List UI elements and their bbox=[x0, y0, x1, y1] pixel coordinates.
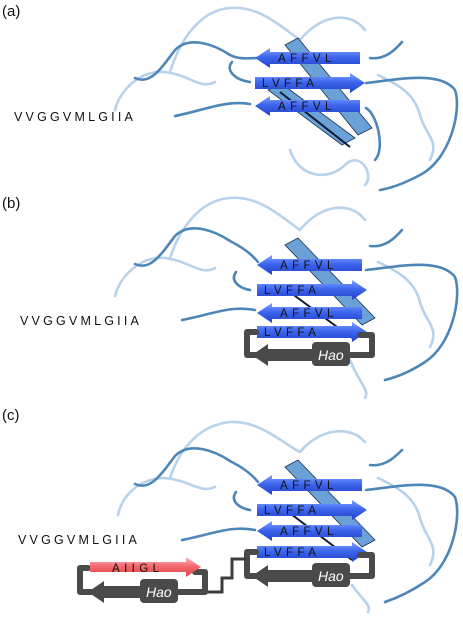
strand-arrow-left bbox=[257, 475, 362, 495]
hao-template: Hao bbox=[244, 549, 375, 587]
pale-coil-4 bbox=[376, 476, 435, 567]
strand-residues: AFFVL bbox=[280, 260, 338, 272]
panel-b: (b) VVGGVMLGIIA AFFVL LVFFA AFF bbox=[2, 195, 459, 400]
red-strand-arrow-right bbox=[90, 557, 201, 577]
beta-strand-3: AFFVL bbox=[255, 96, 360, 116]
strand-residues: AFFVL bbox=[280, 480, 338, 492]
strand-residues: LVFFA bbox=[264, 505, 320, 517]
beta-strand-3: AFFVL bbox=[257, 521, 362, 541]
coil-3 bbox=[364, 263, 459, 382]
linker bbox=[205, 557, 247, 594]
hao-arrow-left bbox=[252, 344, 315, 366]
strand-arrow-left bbox=[255, 96, 360, 116]
strand-arrow-left bbox=[257, 255, 362, 275]
strand-arrow-left bbox=[257, 303, 362, 323]
strand-residues: LVFFA bbox=[264, 327, 320, 339]
strand-arrow-right bbox=[257, 542, 367, 562]
coil-2 bbox=[368, 40, 404, 60]
extra-hao-arrow-left bbox=[88, 581, 146, 603]
hao-badge bbox=[312, 563, 350, 587]
sequence-label: VVGGVMLGIIA bbox=[20, 314, 142, 328]
beta-strand-4: LVFFA bbox=[257, 542, 367, 562]
beta-strand-2: LVFFA bbox=[257, 280, 367, 300]
pale-coil-3 bbox=[350, 583, 371, 614]
strand-residues: AFFVL bbox=[280, 308, 338, 320]
background-coils bbox=[113, 6, 459, 192]
panel-label: (c) bbox=[2, 407, 20, 424]
panel-c: (c) VVGGVMLGIIA AFFVL LVFFA AFF bbox=[2, 407, 459, 614]
coil-5 bbox=[180, 527, 257, 542]
pale-coil-1 bbox=[168, 196, 367, 260]
strand-arrow-right bbox=[257, 322, 367, 342]
coil-1 bbox=[133, 227, 260, 267]
strand-arrow-right bbox=[255, 73, 365, 93]
coil-6 bbox=[232, 270, 252, 292]
hao-arrow-left bbox=[252, 565, 315, 587]
pale-coil-2 bbox=[116, 476, 217, 517]
pale-coil-2 bbox=[113, 70, 217, 112]
extra-hao-label: Hao bbox=[146, 584, 172, 600]
panel-label: (a) bbox=[2, 3, 20, 20]
panel-label: (b) bbox=[2, 195, 20, 212]
panel-a: (a) VVGGVMLGIIA AFFVL LVFFA bbox=[2, 3, 459, 192]
pale-coil-2 bbox=[113, 256, 217, 298]
coil-6 bbox=[232, 490, 252, 512]
coil-1 bbox=[133, 41, 260, 81]
coil-5 bbox=[180, 307, 257, 322]
beta-strand-4: LVFFA bbox=[257, 322, 367, 342]
pale-coil-3 bbox=[348, 358, 368, 400]
beta-strand-3: AFFVL bbox=[257, 303, 362, 323]
pale-coil-4 bbox=[376, 260, 435, 349]
coil-3 bbox=[364, 483, 459, 604]
coil-3 bbox=[364, 76, 459, 192]
pale-coil-1 bbox=[168, 6, 367, 74]
coil-4 bbox=[364, 106, 382, 162]
beta-strand-1: AFFVL bbox=[257, 255, 362, 275]
beta-strand-1: AFFVL bbox=[255, 48, 360, 68]
coil-6 bbox=[228, 60, 252, 84]
extra-hao-badge bbox=[140, 579, 178, 603]
coil-1 bbox=[133, 447, 260, 487]
strand-arrow-right bbox=[257, 280, 367, 300]
beta-strand-1: AFFVL bbox=[257, 475, 362, 495]
extra-hao-template: AIIGL Hao bbox=[77, 557, 247, 603]
extra-beta-strand: AIIGL bbox=[90, 557, 201, 577]
pale-coil-1 bbox=[168, 420, 367, 480]
sequence-label: VVGGVMLGIIA bbox=[14, 110, 136, 124]
strand-residues: LVFFA bbox=[264, 547, 320, 559]
strand-residues: AFFVL bbox=[280, 526, 338, 538]
strand-residues: AFFVL bbox=[278, 101, 336, 113]
beta-strand-2: LVFFA bbox=[255, 73, 365, 93]
strand-residues: LVFFA bbox=[262, 78, 318, 90]
hao-template: Hao bbox=[244, 329, 375, 366]
strand-residues: LVFFA bbox=[264, 285, 320, 297]
strand-arrow-left bbox=[257, 521, 362, 541]
hao-label: Hao bbox=[318, 347, 344, 363]
background-coils bbox=[116, 420, 459, 614]
beta-strand-2: LVFFA bbox=[257, 500, 367, 520]
strand-residues: AFFVL bbox=[278, 53, 336, 65]
hao-badge bbox=[312, 342, 350, 366]
coil-2 bbox=[368, 228, 404, 248]
strand-arrow-right bbox=[257, 500, 367, 520]
background-coils bbox=[113, 196, 459, 400]
coil-5 bbox=[173, 101, 252, 118]
hao-label: Hao bbox=[318, 568, 344, 584]
pale-coil-4 bbox=[376, 73, 435, 162]
sequence-label: VVGGVMLGIIA bbox=[18, 533, 140, 547]
strand-arrow-left bbox=[255, 48, 360, 68]
pale-coil-3 bbox=[288, 148, 370, 187]
extra-strand-residues: AIIGL bbox=[112, 563, 163, 575]
coil-2 bbox=[368, 448, 404, 467]
